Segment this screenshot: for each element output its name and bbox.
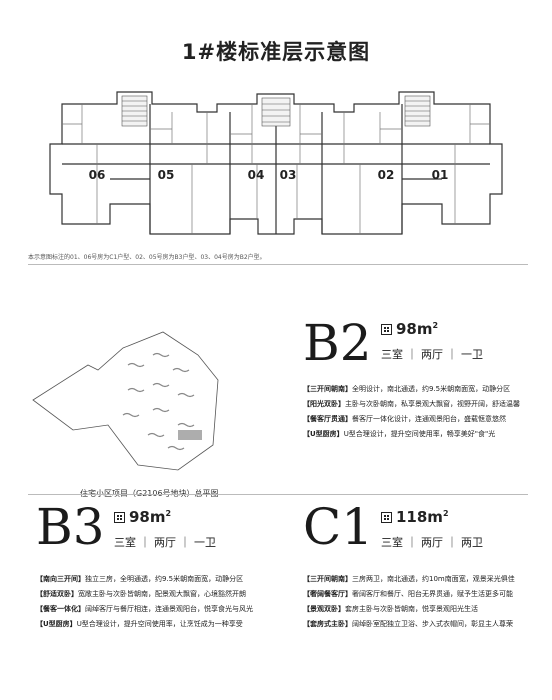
unit-b3-area: 98m2 — [114, 508, 171, 526]
feature-row: 【套房式主卧】阔绰卧室配独立卫浴、步入式衣帽间，彰显主人尊荣 — [303, 620, 513, 628]
unit-c1-area: 118m2 — [381, 508, 449, 526]
feature-row: 【阳光双卧】主卧与次卧朝南，私享景观大飘窗，视野开阔，舒适温馨 — [303, 400, 520, 408]
unit-b2-rooms: 三室 ｜ 两厅 ｜ 一卫 — [381, 348, 483, 361]
unit-b2-features: 【三开间朝南】全明设计，南北通透，约9.5米朝南面宽，动静分区 【阳光双卧】主卧… — [303, 382, 520, 442]
unit-label-05: 05 — [158, 168, 175, 182]
unit-label-06: 06 — [89, 168, 106, 182]
feature-row: 【景观双卧】套房主卧与次卧皆朝南，悦享景观阳光生活 — [303, 605, 478, 613]
unit-b2-letter: B2 — [303, 314, 372, 372]
unit-c1-letter: C1 — [303, 498, 374, 556]
unit-b3-letter: B3 — [36, 498, 105, 556]
feature-row: 【餐客一体化】阔绰客厅与餐厅相连，连通景观阳台，悦享食光与风光 — [36, 605, 253, 613]
feature-row: 【餐客厅贯通】餐客厅一体化设计，连通观景阳台，盛载惬意悠然 — [303, 415, 506, 423]
feature-row: 【三开间朝南】三房两卫，南北通透，约10m南面宽，观景采光俱佳 — [303, 575, 515, 583]
site-map-caption: 住宅小区项目（G2106号地块）总平图 — [80, 488, 219, 499]
floorplan-icon — [114, 512, 125, 523]
unit-b3-rooms: 三室 ｜ 两厅 ｜ 一卫 — [114, 536, 216, 549]
unit-c1-features: 【三开间朝南】三房两卫，南北通透，约10m南面宽，观景采光俱佳 【奢阔餐客厅】奢… — [303, 572, 515, 632]
feature-row: 【三开间朝南】全明设计，南北通透，约9.5米朝南面宽，动静分区 — [303, 385, 511, 393]
floor-plan: 06 05 04 03 02 01 — [49, 91, 503, 235]
floorplan-icon — [381, 324, 392, 335]
feature-row: 【南向三开间】独立三房，全明通透，约9.5米朝南面宽，动静分区 — [36, 575, 244, 583]
unit-b2-area: 98m2 — [381, 320, 438, 338]
feature-row: 【U型厨房】U型合理设计，提升空间使用率，让烹饪成为一种享受 — [36, 620, 243, 628]
unit-c1-rooms: 三室 ｜ 两厅 ｜ 两卫 — [381, 536, 483, 549]
feature-row: 【奢阔餐客厅】奢阔客厅和餐厅、阳台无界贯通，赋予生活更多可能 — [303, 590, 513, 598]
section-divider — [28, 264, 528, 265]
plan-note: 本示意图标注的01、06号房为C1户型、02、05号房为B3户型、03、04号房… — [28, 254, 266, 261]
site-map — [32, 331, 219, 471]
feature-row: 【舒适双卧】宽敞主卧与次卧皆朝南，配景观大飘窗，心境豁然开朗 — [36, 590, 246, 598]
unit-b3-features: 【南向三开间】独立三房，全明通透，约9.5米朝南面宽，动静分区 【舒适双卧】宽敞… — [36, 572, 253, 632]
unit-label-01: 01 — [432, 168, 449, 182]
section-divider — [28, 494, 528, 495]
unit-label-04: 04 — [248, 168, 265, 182]
feature-row: 【U型厨房】U型合理设计，提升空间使用率，畅享美好"食"光 — [303, 430, 496, 438]
floorplan-icon — [381, 512, 392, 523]
page-title: 1#楼标准层示意图 — [181, 40, 371, 64]
unit-label-03: 03 — [280, 168, 297, 182]
unit-label-02: 02 — [378, 168, 395, 182]
